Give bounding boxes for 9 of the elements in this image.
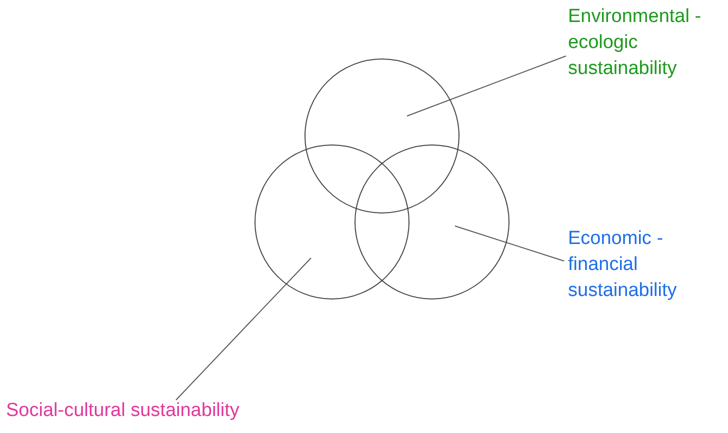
leader-line [406,56,566,116]
venn-circle [254,144,410,300]
label-text: Economic -financial sustainability [568,226,718,304]
label-text: Environmental -ecologic sustainability [568,4,718,82]
leader-line [454,226,564,262]
leader-line [176,258,312,400]
venn-circle [304,58,460,214]
venn-circle [354,144,510,300]
label-text: Social-cultural sustainability [6,398,326,424]
